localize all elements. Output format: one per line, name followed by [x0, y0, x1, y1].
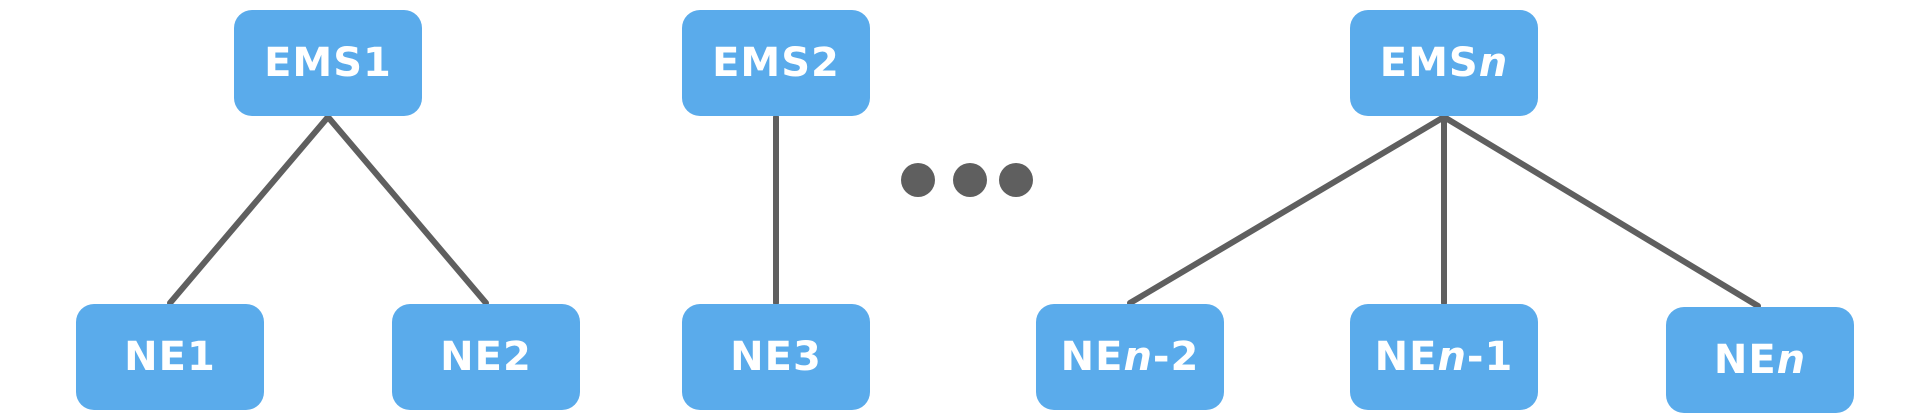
- ne-node-n: NE n: [1666, 307, 1854, 413]
- node-label-prefix: NE: [1374, 334, 1438, 380]
- node-label-suffix: 1: [363, 40, 392, 86]
- connector-ems1-ne1: [167, 114, 331, 306]
- ellipsis-dot: [999, 163, 1033, 197]
- node-label-suffix: 2: [502, 334, 532, 380]
- connector-ems1-ne2: [325, 114, 489, 306]
- ne-node-1: NE 1: [76, 304, 264, 410]
- node-label-suffix: -1: [1466, 334, 1514, 380]
- ems-node-n: EMS n: [1350, 10, 1538, 116]
- connector-emsn-ne-n-2: [1127, 114, 1447, 306]
- node-label-prefix: EMS: [1379, 40, 1479, 86]
- node-label-suffix: 2: [811, 40, 840, 86]
- node-label-suffix: 3: [792, 334, 822, 380]
- node-label-prefix: NE: [1060, 334, 1124, 380]
- ellipsis-dots: [901, 163, 1033, 197]
- ne-node-2: NE 2: [392, 304, 580, 410]
- ems-node-2: EMS 2: [682, 10, 870, 116]
- node-label-variable: n: [1437, 334, 1467, 380]
- node-label-prefix: NE: [440, 334, 503, 380]
- node-label-prefix: NE: [124, 334, 187, 380]
- node-label-variable: n: [1776, 337, 1807, 383]
- ellipsis-dot: [901, 163, 935, 197]
- node-label-prefix: NE: [1713, 337, 1777, 383]
- ellipsis-dot: [953, 163, 987, 197]
- node-label-suffix: 1: [186, 334, 216, 380]
- ems-node-1: EMS 1: [234, 10, 422, 116]
- node-label-variable: n: [1478, 40, 1509, 86]
- ne-node-n-minus-1: NE n-1: [1350, 304, 1538, 410]
- ne-node-n-minus-2: NE n-2: [1036, 304, 1224, 410]
- node-label-suffix: -2: [1152, 334, 1200, 380]
- node-label-variable: n: [1123, 334, 1153, 380]
- connector-emsn-ne-n: [1441, 114, 1761, 309]
- node-label-prefix: EMS: [712, 40, 812, 86]
- node-label-prefix: EMS: [264, 40, 364, 86]
- node-label-prefix: NE: [730, 334, 793, 380]
- ne-node-3: NE 3: [682, 304, 870, 410]
